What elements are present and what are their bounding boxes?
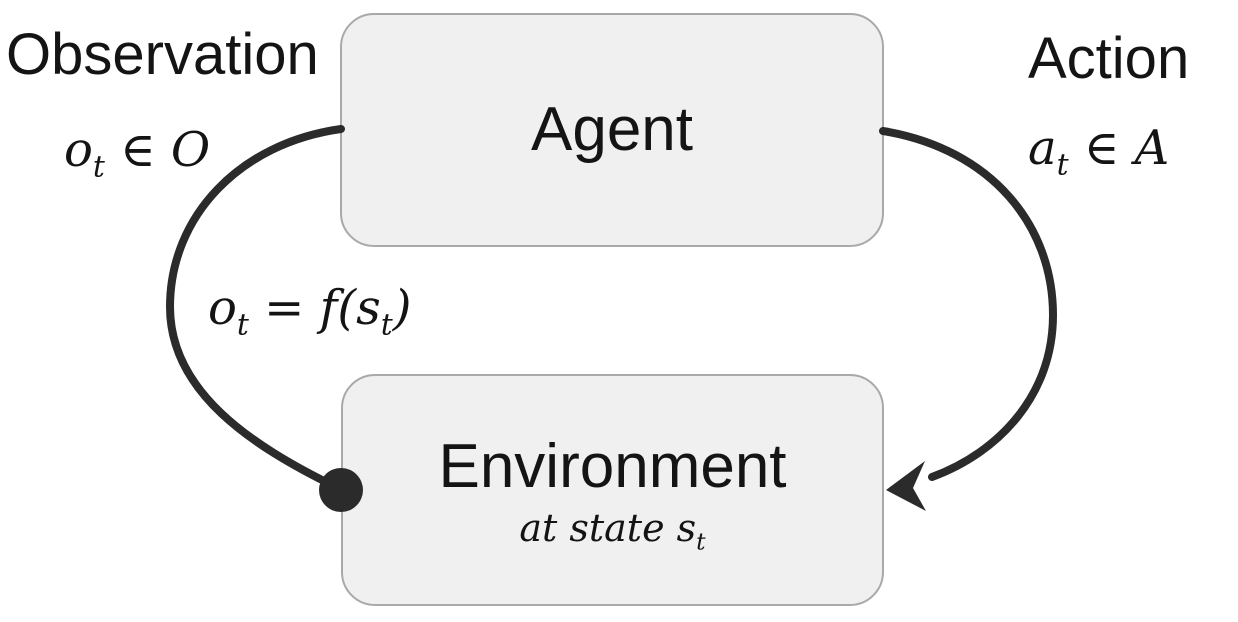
function-lhs-var: o [208,280,237,336]
observation-title: Observation [6,22,319,87]
observation-math-label: ot ∈ O [64,126,210,182]
observation-function-label: ot = f(st) [208,284,411,340]
observation-set: O [170,122,211,178]
function-closing-paren: ) [392,280,412,336]
environment-state-text: at state s [519,505,697,550]
action-var-subscript: t [1056,147,1069,183]
action-edge-path [879,127,1058,481]
environment-node: Environment at state st [341,374,884,606]
action-var: a [1028,120,1057,176]
environment-label: Environment [438,432,787,502]
function-inner-subscript: t [380,307,393,343]
environment-state-subscript: t [696,527,706,556]
function-middle: = f(s [248,280,381,336]
action-set: A [1134,120,1170,176]
arrowhead-icon [886,461,926,511]
observation-var: o [64,122,93,178]
action-title: Action [1028,26,1190,91]
element-of-symbol: ∈ [1068,120,1135,176]
function-lhs-subscript: t [236,307,249,343]
environment-state-note: at state st [519,505,705,553]
agent-label: Agent [530,95,694,165]
element-of-symbol: ∈ [104,122,171,178]
action-math-label: at ∈ A [1028,124,1169,180]
observation-var-subscript: t [92,149,105,185]
agent-node: Agent [340,13,884,247]
